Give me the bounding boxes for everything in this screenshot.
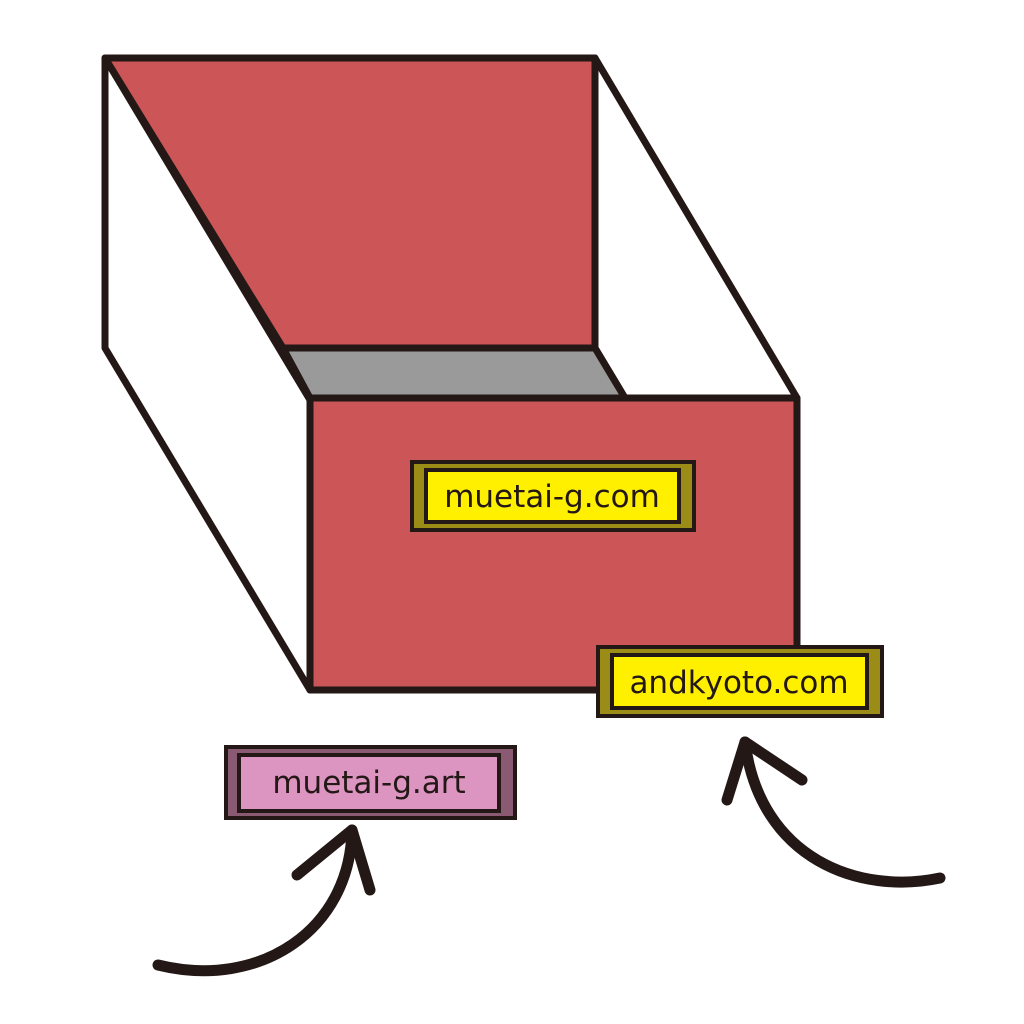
arrow-right-icon xyxy=(721,736,946,888)
label-corner: andkyoto.com xyxy=(596,645,884,718)
label-floor-text: muetai-g.art xyxy=(272,765,465,801)
box-floor xyxy=(279,344,629,402)
label-corner-text: andkyoto.com xyxy=(629,665,848,701)
label-front-text: muetai-g.com xyxy=(444,479,660,515)
box-right-side xyxy=(591,54,801,402)
arrow-left-icon xyxy=(152,824,376,977)
label-floor: muetai-g.art xyxy=(224,745,517,820)
box-front-panel xyxy=(306,394,801,694)
label-front: muetai-g.com xyxy=(410,460,696,532)
